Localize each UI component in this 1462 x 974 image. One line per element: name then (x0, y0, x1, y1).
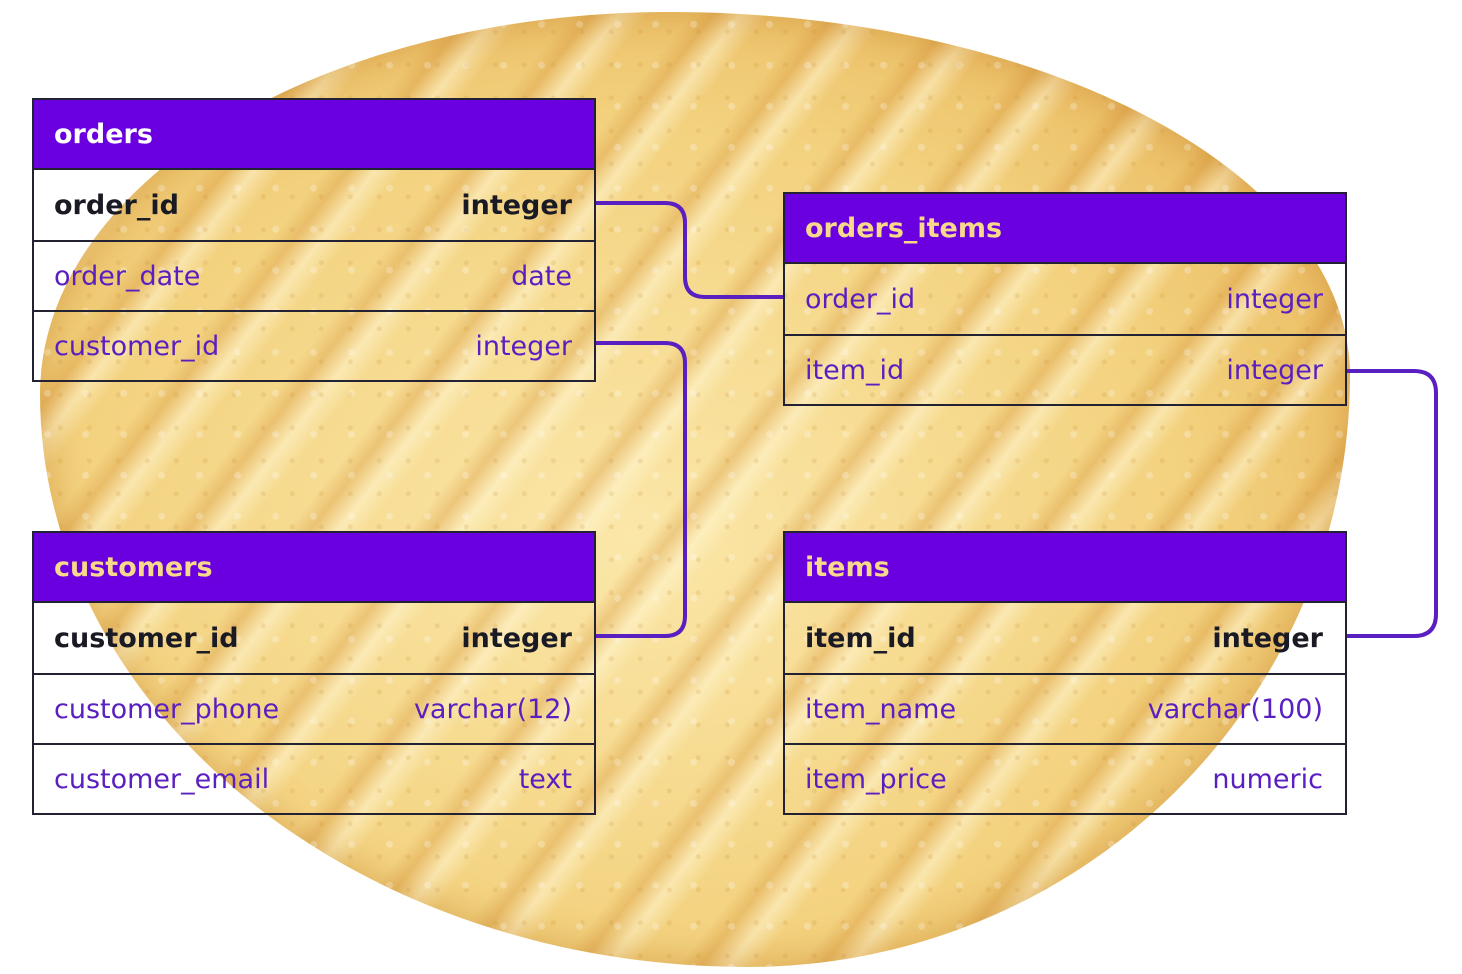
column-row: item_name varchar(100) (785, 673, 1345, 743)
table-customers: customers customer_id integer customer_p… (32, 531, 596, 815)
column-row: customer_phone varchar(12) (34, 673, 594, 743)
column-row: customer_id integer (34, 310, 594, 380)
column-row: item_price numeric (785, 743, 1345, 813)
table-title: orders_items (805, 212, 1003, 244)
column-name: item_id (805, 622, 916, 654)
column-row: customer_id integer (34, 603, 594, 673)
table-header: orders (34, 100, 594, 170)
column-row: order_id integer (785, 264, 1345, 334)
table-header: customers (34, 533, 594, 603)
table-header: orders_items (785, 194, 1345, 264)
column-name: item_id (805, 354, 905, 386)
column-type: integer (1226, 354, 1323, 386)
column-row: item_id integer (785, 334, 1345, 404)
potato-chip-background (40, 12, 1350, 967)
column-name: item_price (805, 763, 947, 795)
column-name: order_id (805, 283, 916, 315)
column-type: integer (475, 330, 572, 362)
column-type: integer (1212, 622, 1323, 654)
column-name: customer_phone (54, 693, 280, 725)
column-type: integer (461, 622, 572, 654)
column-type: date (511, 260, 572, 292)
link-orders-items-to-items (1346, 369, 1438, 638)
column-name: customer_id (54, 330, 220, 362)
column-row: customer_email text (34, 743, 594, 813)
table-orders-items: orders_items order_id integer item_id in… (783, 192, 1347, 406)
column-type: varchar(12) (413, 693, 572, 725)
column-name: order_id (54, 189, 179, 221)
chip-texture (40, 12, 1350, 967)
column-name: order_date (54, 260, 201, 292)
table-title: items (805, 551, 890, 583)
column-type: varchar(100) (1147, 693, 1323, 725)
column-type: text (518, 763, 572, 795)
column-row: order_date date (34, 240, 594, 310)
table-orders: orders order_id integer order_date date … (32, 98, 596, 382)
column-type: numeric (1212, 763, 1323, 795)
table-items: items item_id integer item_name varchar(… (783, 531, 1347, 815)
column-row: item_id integer (785, 603, 1345, 673)
table-title: customers (54, 551, 213, 583)
column-type: integer (1226, 283, 1323, 315)
column-name: item_name (805, 693, 957, 725)
column-name: customer_id (54, 622, 239, 654)
column-row: order_id integer (34, 170, 594, 240)
column-type: integer (461, 189, 572, 221)
column-name: customer_email (54, 763, 270, 795)
table-title: orders (54, 118, 153, 150)
table-header: items (785, 533, 1345, 603)
